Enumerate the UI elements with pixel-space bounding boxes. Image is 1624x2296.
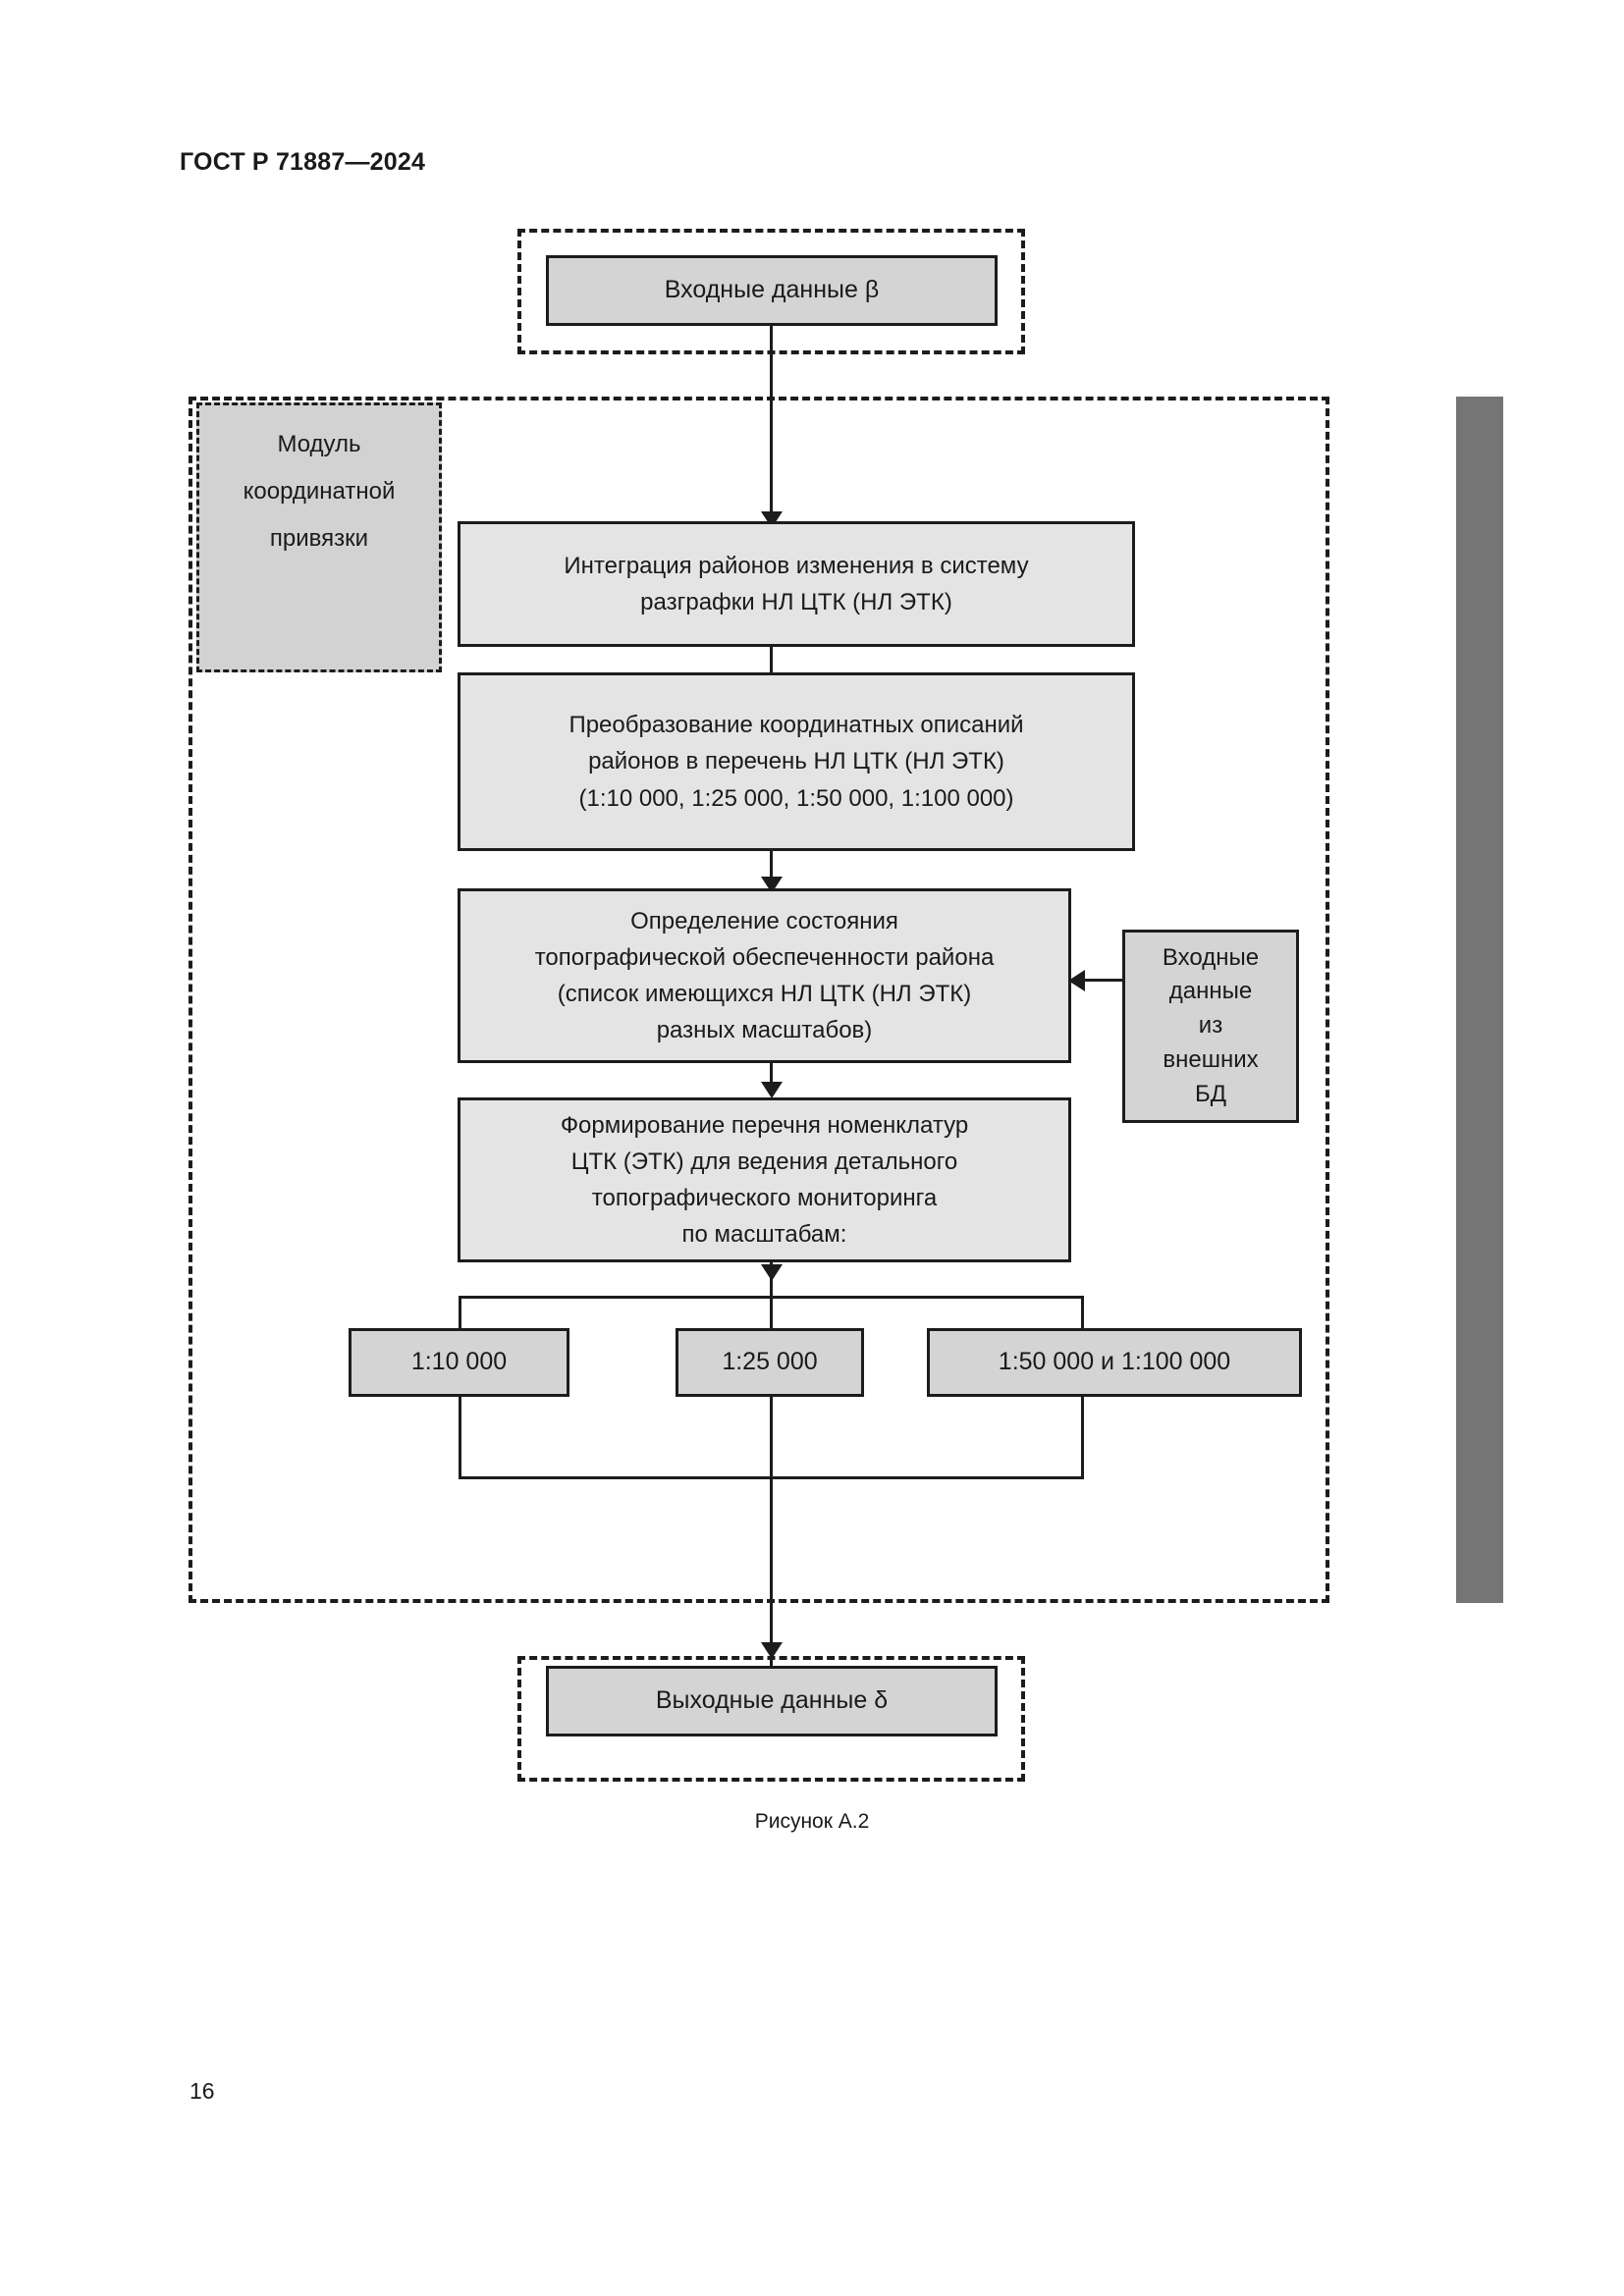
scale-node-3-label: 1:50 000 и 1:100 000 (998, 1348, 1231, 1376)
external-db-label: Входные данные из внешних БД (1125, 941, 1296, 1112)
input-data-node[interactable]: Входные данные β (546, 255, 998, 326)
process-nomenclature-line-4: по масштабам: (681, 1221, 847, 1249)
process-nomenclature-line-1: Формирование перечня номенклатур (560, 1111, 969, 1139)
connector-integration-to-transformation (770, 647, 773, 672)
module-label-line-2: координатной (243, 478, 396, 505)
module-label-box: Модуль координатной привязки (196, 402, 442, 672)
process-nomenclature-label: Формирование перечня номенклатур ЦТК (ЭТ… (470, 1107, 1058, 1254)
external-db-line-1: Входные (1162, 943, 1260, 971)
process-nomenclature-node[interactable]: Формирование перечня номенклатур ЦТК (ЭТ… (458, 1097, 1071, 1262)
arrowhead-externaldb-to-state (1068, 970, 1085, 991)
process-integration-node[interactable]: Интеграция районов изменения в систему р… (458, 521, 1135, 647)
external-db-line-5: БД (1194, 1080, 1226, 1107)
process-integration-label: Интеграция районов изменения в систему р… (470, 548, 1122, 620)
merge-branch-scale-2 (770, 1397, 773, 1479)
scale-node-2[interactable]: 1:25 000 (676, 1328, 864, 1397)
scale-node-1[interactable]: 1:10 000 (349, 1328, 569, 1397)
module-label-line-3: привязки (269, 525, 369, 552)
process-state-determination-label: Определение состояния топографической об… (470, 903, 1058, 1049)
input-data-label: Входные данные β (664, 276, 880, 304)
arrowhead-nomenclature-split (761, 1264, 783, 1281)
process-transformation-node[interactable]: Преобразование координатных описаний рай… (458, 672, 1135, 851)
process-transformation-line-3: (1:10 000, 1:25 000, 1:50 000, 1:100 000… (578, 784, 1014, 812)
figure-caption: Рисунок А.2 (754, 1810, 870, 1833)
module-label-text: Модуль координатной привязки (244, 421, 396, 562)
page-edge-bar (1456, 397, 1503, 1603)
external-db-line-4: внешних (1163, 1045, 1259, 1073)
merge-branch-scale-3 (1081, 1397, 1084, 1479)
process-integration-line-2: разграфки НЛ ЦТК (НЛ ЭТК) (640, 589, 952, 615)
scale-node-3[interactable]: 1:50 000 и 1:100 000 (927, 1328, 1302, 1397)
standard-header: ГОСТ Р 71887—2024 (180, 148, 426, 176)
process-state-line-3: (список имеющихся НЛ ЦТК (НЛ ЭТК) (557, 981, 972, 1007)
connector-state-to-nomenclature (770, 1063, 773, 1095)
arrowhead-state-to-nomenclature (761, 1082, 783, 1098)
connector-transformation-to-state (770, 851, 773, 888)
connector-input-to-integration (770, 326, 773, 519)
process-state-line-2: топографической обеспеченности района (534, 943, 995, 971)
output-group-boundary (517, 1656, 1025, 1782)
process-state-determination-node[interactable]: Определение состояния топографической об… (458, 888, 1071, 1063)
process-transformation-line-1: Преобразование координатных описаний (568, 712, 1024, 739)
scale-node-1-label: 1:10 000 (410, 1348, 508, 1376)
external-db-line-2: данные (1168, 978, 1253, 1005)
module-label-line-1: Модуль (277, 431, 361, 457)
external-db-line-3: из (1198, 1012, 1223, 1040)
arrowhead-merge-to-output (761, 1642, 783, 1659)
connector-merge-to-output (770, 1476, 773, 1669)
merge-branch-scale-1 (459, 1397, 461, 1479)
process-nomenclature-line-2: ЦТК (ЭТК) для ведения детального (570, 1148, 958, 1175)
process-nomenclature-line-3: топографического мониторинга (591, 1185, 938, 1211)
process-integration-line-1: Интеграция районов изменения в систему (564, 552, 1029, 579)
output-data-node[interactable]: Выходные данные δ (546, 1666, 998, 1736)
process-state-line-4: разных масштабов) (656, 1017, 873, 1044)
process-state-line-1: Определение состояния (630, 907, 898, 934)
module-boundary (189, 397, 1329, 1603)
process-transformation-label: Преобразование координатных описаний рай… (470, 707, 1122, 817)
scale-node-2-label: 1:25 000 (722, 1348, 818, 1376)
process-transformation-line-2: районов в перечень НЛ ЦТК (НЛ ЭТК) (588, 748, 1004, 775)
connector-externaldb-to-state (1085, 979, 1124, 982)
external-db-node[interactable]: Входные данные из внешних БД (1122, 930, 1299, 1123)
output-data-label: Выходные данные δ (655, 1686, 889, 1715)
page-number: 16 (189, 2078, 215, 2104)
